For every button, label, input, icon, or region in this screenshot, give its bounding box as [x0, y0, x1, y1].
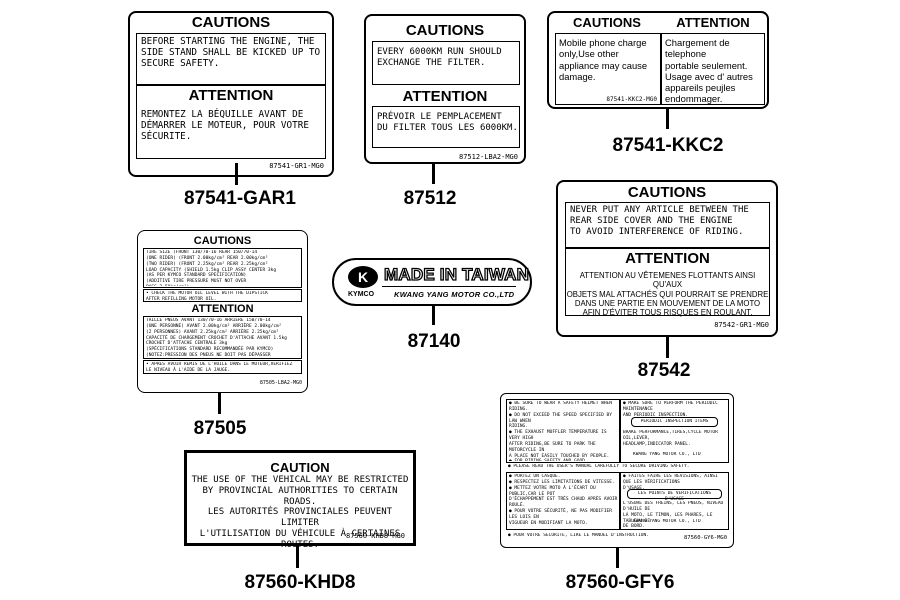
caution-note: • CHECK THE MOTOR OIL LEVEL WITH THE DIP… [146, 291, 268, 302]
label-code: 87541-GR1-MG0 [269, 162, 324, 170]
cautions-heading: CAUTIONS [405, 22, 485, 39]
footer-text: ● POUR VOTRE SÉCURITÉ, LIRE LE MANUEL D'… [508, 533, 649, 538]
part-number: 87541-KKC2 [612, 135, 724, 156]
caution-box: NEVER PUT ANY ARTICLE BETWEEN THE REAR S… [565, 202, 770, 248]
leader-line [432, 305, 435, 325]
bottom-left-text: ● PORTEZ UN CASQUE. ● RESPECTEZ LES LIMI… [509, 474, 618, 526]
middle-text: ● PLEASE READ THE USER'S MANUAL CAREFULL… [508, 464, 690, 469]
label-code: 87560-KHD8-MG0 [345, 532, 405, 540]
attention-note: • APRÈS AVOIR REMIS DE L'HUILE DANS LE M… [146, 362, 293, 373]
caution-text: Mobile phone charge only,Use other appli… [559, 37, 648, 82]
label-87542: CAUTIONS NEVER PUT ANY ARTICLE BETWEEN T… [556, 180, 778, 337]
attention-heading: ATTENTION [188, 87, 274, 104]
caution-text: THE USE OF THE VEHICAL MAY BE RESTRICTED… [191, 475, 409, 550]
top-left-text: ● BE SURE TO WEAR A SAFETY HELMET WHEN R… [509, 401, 612, 461]
company-text-2: KWANG YANG MOTOR CO., LTD [633, 519, 701, 524]
attention-text: PRÉVOIR LE PEMPLACEMENT DU FILTER TOUS L… [377, 112, 518, 133]
caution-text: NEVER PUT ANY ARTICLE BETWEEN THE REAR S… [570, 205, 749, 237]
bottom-right-panel: ● FAITES FAIRE LES RÉVISIONS, AINSI QUE … [620, 472, 729, 530]
label-87140: K MADE IN TAIWAN KYMCO KWANG YANG MOTOR … [332, 258, 532, 306]
attention-box: PRÉVOIR LE PEMPLACEMENT DU FILTER TOUS L… [372, 106, 520, 148]
caution-box: BEFORE STARTING THE ENGINE, THE SIDE STA… [136, 33, 326, 85]
label-code: 87542-GR1-MG0 [714, 321, 769, 329]
cautions-heading: CAUTIONS [627, 184, 707, 201]
attention-note-box: • APRÈS AVOIR REMIS DE L'HUILE DANS LE M… [143, 360, 302, 374]
caution-text: EVERY 6000KM RUN SHOULD EXCHANGE THE FIL… [377, 47, 502, 68]
leader-line [218, 392, 221, 414]
attention-box: TAILLE PNEUS AVANT 130/70-16 ARRIÈRE 150… [143, 316, 302, 359]
bottom-right-text: ● FAITES FAIRE LES RÉVISIONS, AINSI QUE … [623, 474, 718, 491]
attention-text: REMONTEZ LA BÉQUILLE AVANT DE DÉMARRER L… [141, 109, 309, 143]
part-number: 87541-GAR1 [184, 188, 296, 209]
label-code: 87512-LBA2-MG0 [458, 153, 518, 161]
leader-line [666, 107, 669, 129]
attention-heading: ATTENTION [191, 303, 254, 315]
label-87512: CAUTIONS EVERY 6000KM RUN SHOULD EXCHANG… [364, 14, 526, 164]
leader-line [666, 336, 669, 358]
caution-note-box: • CHECK THE MOTOR OIL LEVEL WITH THE DIP… [143, 289, 302, 302]
cautions-heading: CAUTIONS [191, 14, 271, 31]
caution-box: Mobile phone charge only,Use other appli… [555, 33, 661, 105]
divider [382, 286, 516, 287]
leader-line [432, 162, 435, 184]
label-code: 87560-GY6-MG0 [683, 535, 727, 541]
attention-text: ATTENTION AU VÊTEMENES FLOTTANTS AINSI Q… [566, 271, 769, 318]
label-87560-gfy6: ● BE SURE TO WEAR A SAFETY HELMET WHEN R… [500, 393, 734, 548]
verification-points-arrow: LES POINTS DE VÉRIFICATIONS D'USAGE [627, 489, 722, 502]
attention-heading: ATTENTION [402, 88, 488, 105]
inspection-items-arrow: PERIODIC INSPECTION ITEMS [631, 417, 718, 427]
attention-box: ATTENTION ATTENTION AU VÊTEMENES FLOTTAN… [565, 248, 770, 318]
part-number: 87542 [637, 360, 691, 381]
attention-text: TAILLE PNEUS AVANT 130/70-16 ARRIÈRE 150… [146, 318, 287, 357]
company-text: KWANG YANG MOTOR CO., LTD [633, 452, 701, 457]
brand-logo: K [348, 266, 378, 288]
bottom-right-text-2: L'USURE DES FREINS, LES PNEUS, NIVEAU D'… [623, 501, 724, 530]
cautions-heading: CAUTIONS [193, 235, 252, 247]
label-87541-kkc2: CAUTIONS ATTENTION Mobile phone charge o… [547, 11, 769, 109]
brand-logo-letter: K [357, 269, 369, 285]
part-number: 87560-KHD8 [244, 572, 356, 593]
part-number: 87140 [407, 331, 461, 352]
label-87541-gar1: CAUTIONS BEFORE STARTING THE ENGINE, THE… [128, 11, 334, 177]
part-number: 87505 [193, 418, 247, 439]
top-right-text-2: BRAKE PERFORMANCE,TIRES,CYCLE MOTOR OIL,… [623, 430, 718, 447]
made-in-text: MADE IN TAIWAN [383, 264, 530, 284]
part-number: 87560-GFY6 [565, 572, 675, 593]
bottom-left-panel: ● PORTEZ UN CASQUE. ● RESPECTEZ LES LIMI… [506, 472, 620, 530]
leader-line [296, 546, 299, 568]
caution-box: TIRE SIZE (FRONT 130/70-16 REAR 150/70-1… [143, 248, 302, 288]
label-87505: CAUTIONS TIRE SIZE (FRONT 130/70-16 REAR… [137, 230, 308, 393]
caution-text: TIRE SIZE (FRONT 130/70-16 REAR 150/70-1… [146, 250, 277, 286]
attention-box: Chargement de telephone portable seuleme… [661, 33, 765, 105]
leader-line [616, 547, 619, 568]
attention-box: ATTENTION REMONTEZ LA BÉQUILLE AVANT DE … [136, 85, 326, 159]
top-left-panel: ● BE SURE TO WEAR A SAFETY HELMET WHEN R… [506, 399, 620, 463]
label-code: 87505-LBA2-MG0 [259, 380, 302, 386]
inspection-items-text: PERIODIC INSPECTION ITEMS [640, 419, 709, 424]
company-name: KWANG YANG MOTOR CO.,LTD [394, 290, 515, 299]
top-right-text: ● MAKE SURE TO PERFORM THE PERIODIC MAIN… [623, 401, 718, 418]
attention-heading: ATTENTION [676, 15, 750, 30]
attention-text: Chargement de telephone portable seuleme… [665, 37, 753, 105]
caution-text: BEFORE STARTING THE ENGINE, THE SIDE STA… [141, 36, 321, 70]
attention-heading: ATTENTION [625, 250, 710, 267]
leader-line [235, 163, 238, 185]
brand-name: KYMCO [348, 291, 375, 298]
verification-points-text: LES POINTS DE VÉRIFICATIONS D'USAGE [637, 491, 712, 502]
label-code: 87541-KKC2-MG0 [606, 96, 657, 103]
cautions-heading: CAUTIONS [573, 15, 641, 30]
part-number: 87512 [403, 188, 457, 209]
caution-box: EVERY 6000KM RUN SHOULD EXCHANGE THE FIL… [372, 41, 520, 85]
top-right-panel: ● MAKE SURE TO PERFORM THE PERIODIC MAIN… [620, 399, 729, 463]
label-87560-khd8: CAUTION THE USE OF THE VEHICAL MAY BE RE… [184, 450, 416, 550]
caution-heading: CAUTION [270, 460, 330, 475]
